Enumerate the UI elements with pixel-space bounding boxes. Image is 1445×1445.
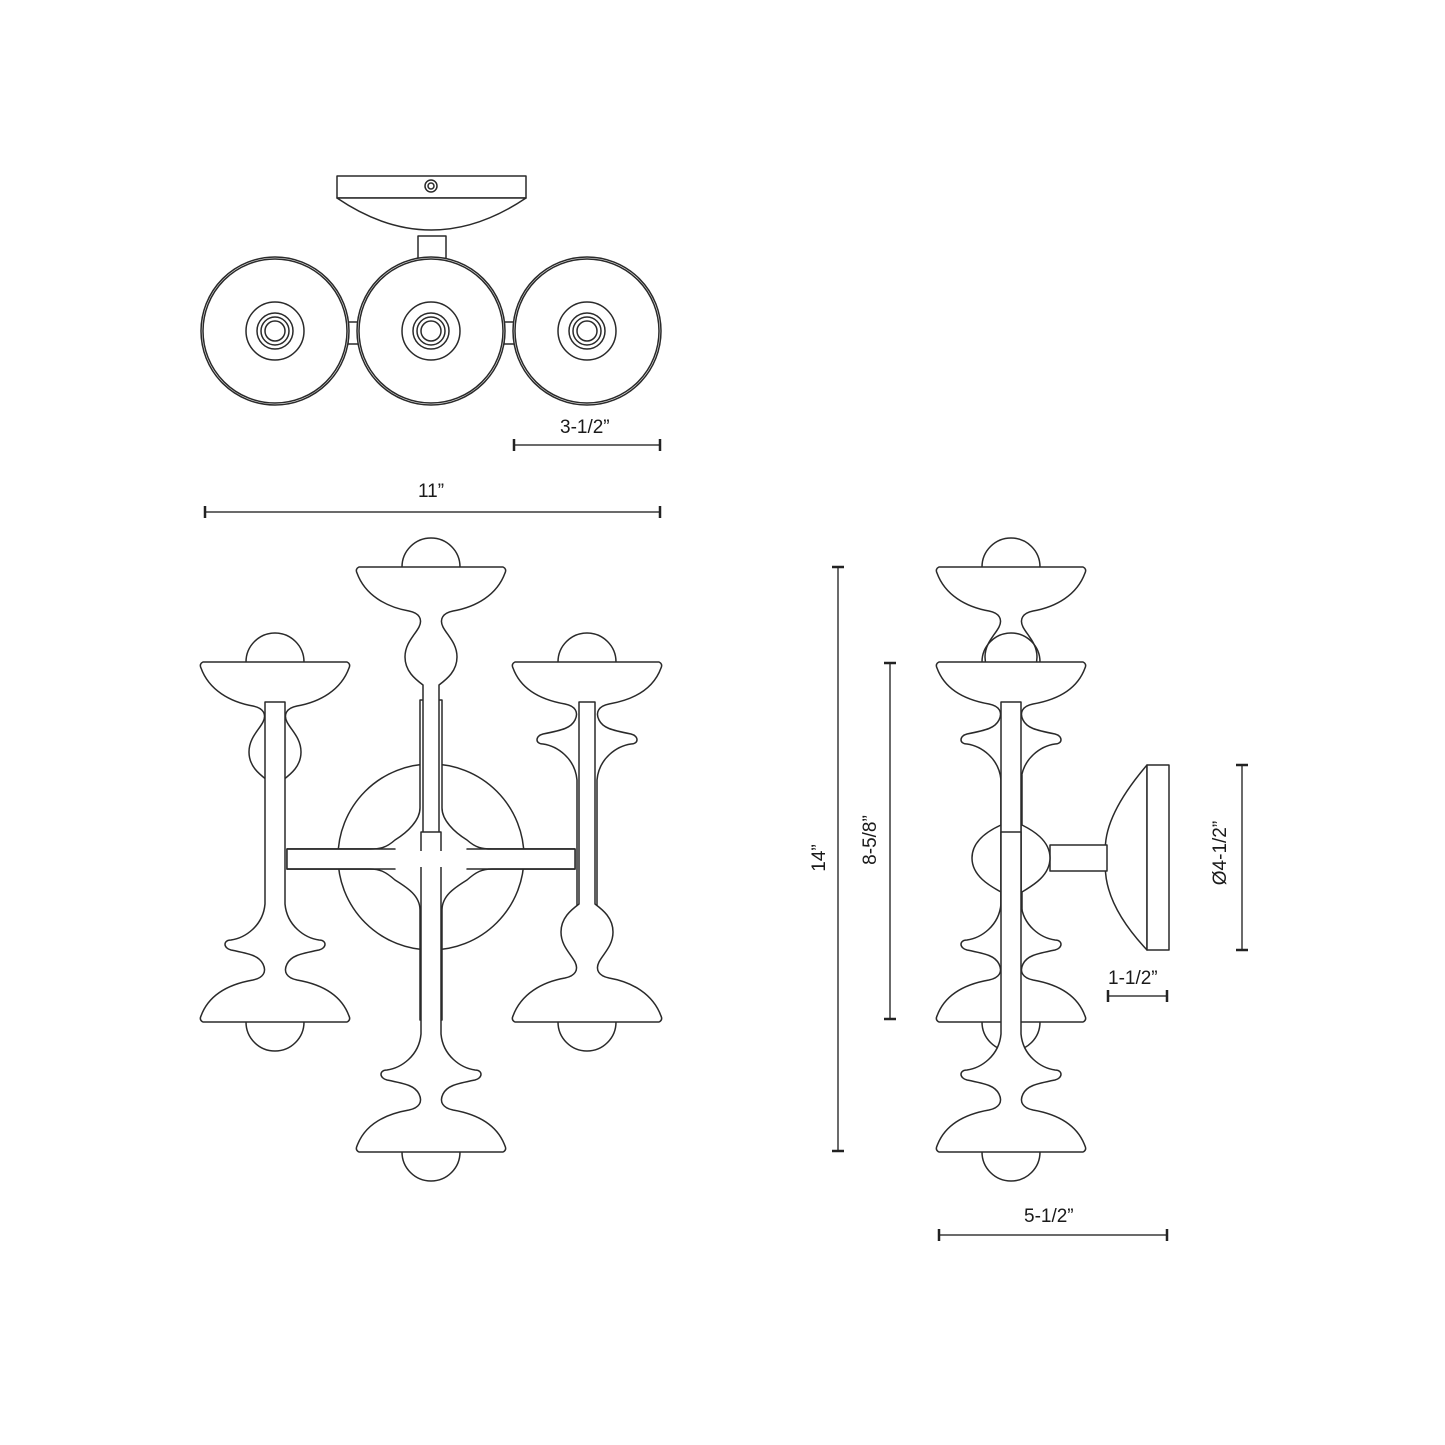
top-view: [200, 175, 662, 518]
dim-backplate-diameter: Ø4-1/2”: [1210, 820, 1231, 886]
dim-overall-depth: 5-1/2”: [1024, 1206, 1074, 1227]
dim-backplate-projection: 1-1/2”: [1108, 968, 1158, 989]
dim-overall-width: 11”: [418, 481, 445, 502]
dim-arm-span-height: 8-5/8”: [860, 815, 881, 865]
dim-shade-diameter: 3-1/2”: [560, 417, 610, 438]
front-view: [199, 537, 663, 1182]
dim-overall-height: 14”: [809, 844, 830, 872]
side-view: [832, 537, 1248, 1241]
